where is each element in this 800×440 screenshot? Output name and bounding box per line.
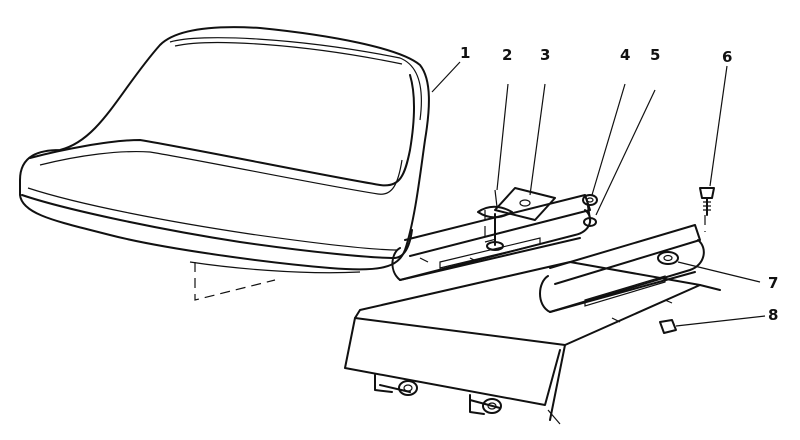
callout-4: 4 bbox=[620, 46, 630, 64]
hinge-pin-left bbox=[374, 374, 418, 396]
seat-pan bbox=[19, 26, 430, 301]
callout-5: 5 bbox=[650, 46, 660, 64]
callout-8: 8 bbox=[768, 306, 778, 324]
washer-part-4 bbox=[582, 194, 598, 206]
seat-mount-plate bbox=[344, 261, 721, 425]
callout-6: 6 bbox=[722, 48, 732, 66]
callout-2: 2 bbox=[502, 46, 512, 64]
callout-1: 1 bbox=[460, 44, 470, 62]
slide-bracket-right bbox=[539, 215, 706, 323]
hinge-pin-right bbox=[469, 394, 502, 415]
bolt-part-6 bbox=[699, 187, 715, 216]
callout-7: 7 bbox=[768, 274, 778, 292]
slide-bracket-left bbox=[391, 187, 592, 281]
callout-3: 3 bbox=[540, 46, 550, 64]
callout-labels: 1 2 3 4 5 6 7 8 bbox=[460, 44, 778, 324]
bolt-part-5 bbox=[583, 205, 597, 227]
leader-lines bbox=[431, 61, 766, 327]
nut-part-8 bbox=[659, 319, 677, 334]
